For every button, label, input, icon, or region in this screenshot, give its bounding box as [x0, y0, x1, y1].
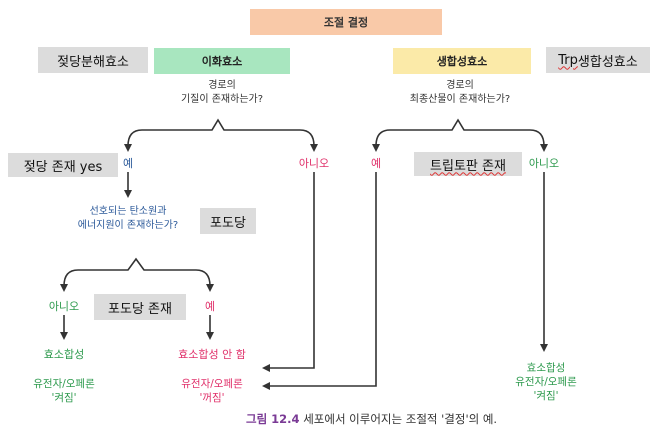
branch-yes: 예: [204, 300, 216, 313]
branch-no: 아니오: [298, 157, 330, 170]
diagram-title: 조절 결정: [250, 9, 442, 35]
outcome-line: '켜짐': [51, 392, 77, 404]
figure-number: 그림 12.4: [246, 412, 300, 426]
question-line: 경로의: [208, 80, 236, 91]
figure-caption-text: 세포에서 이루어지는 조절적 '결정'의 예.: [303, 412, 498, 426]
question-line: 선호되는 탄소원과: [89, 206, 167, 217]
branch-no: 아니오: [48, 300, 80, 313]
annotation-trp-present: 트립토판 존재: [414, 152, 522, 176]
bracket-q2: [375, 118, 545, 147]
catabolism-box: 이화효소: [154, 48, 290, 74]
outcome-no-synthesis: 효소합성 안 함: [178, 348, 246, 361]
branch-no: 아니오: [528, 157, 560, 170]
branch-yes: 예: [370, 157, 382, 170]
outcome-line: '꺼짐': [199, 392, 225, 404]
branch-yes: 예: [122, 157, 134, 170]
question-substrate: 경로의 기질이 존재하는가?: [181, 79, 263, 107]
outcome-genes-on: 유전자/오페론 '켜짐': [33, 377, 95, 405]
outcome-line: 유전자/오페론: [515, 376, 577, 388]
bracket-q1: [127, 118, 315, 147]
annotation-trp-present-text: 트립토판 존재: [430, 158, 506, 174]
question-line: 기질이 존재하는가?: [180, 94, 264, 105]
outcome-synthesis: 효소합성: [43, 348, 85, 361]
question-line: 최종산물이 존재하는가?: [409, 94, 511, 105]
question-carbon-source: 선호되는 탄소원과 에너지원이 존재하는가?: [78, 205, 179, 233]
line-q2-yes-down: [262, 172, 377, 390]
outcome-synthesis-on: 효소합성 유전자/오페론 '켜짐': [515, 361, 577, 403]
annotation-glucose: 포도당: [200, 208, 256, 234]
question-line: 경로의: [446, 80, 474, 91]
annotation-trp-suffix: 생합성효소: [577, 54, 638, 70]
annotation-glucose-present: 포도당 존재: [94, 294, 186, 320]
annotation-lactose-yes: 젖당 존재 yes: [8, 153, 118, 177]
anabolism-box: 생합성효소: [393, 48, 531, 74]
annotation-lactose-enzyme: 젖당분해효소: [38, 47, 148, 73]
figure-caption: 그림 12.4 세포에서 이루어지는 조절적 '결정'의 예.: [246, 411, 497, 427]
outcome-genes-off: 유전자/오페론 '꺼짐': [181, 377, 243, 405]
outcome-line: 효소합성: [526, 362, 566, 374]
outcome-line: 유전자/오페론: [33, 378, 95, 390]
annotation-trp-prefix: Trp: [558, 52, 578, 68]
outcome-line: '켜짐': [533, 390, 559, 402]
line-q1-no-down: [262, 172, 315, 372]
question-line: 에너지원이 존재하는가?: [77, 220, 179, 231]
outcome-line: 유전자/오페론: [181, 378, 243, 390]
bracket-q3: [63, 257, 211, 287]
question-end-product: 경로의 최종산물이 존재하는가?: [410, 79, 511, 107]
